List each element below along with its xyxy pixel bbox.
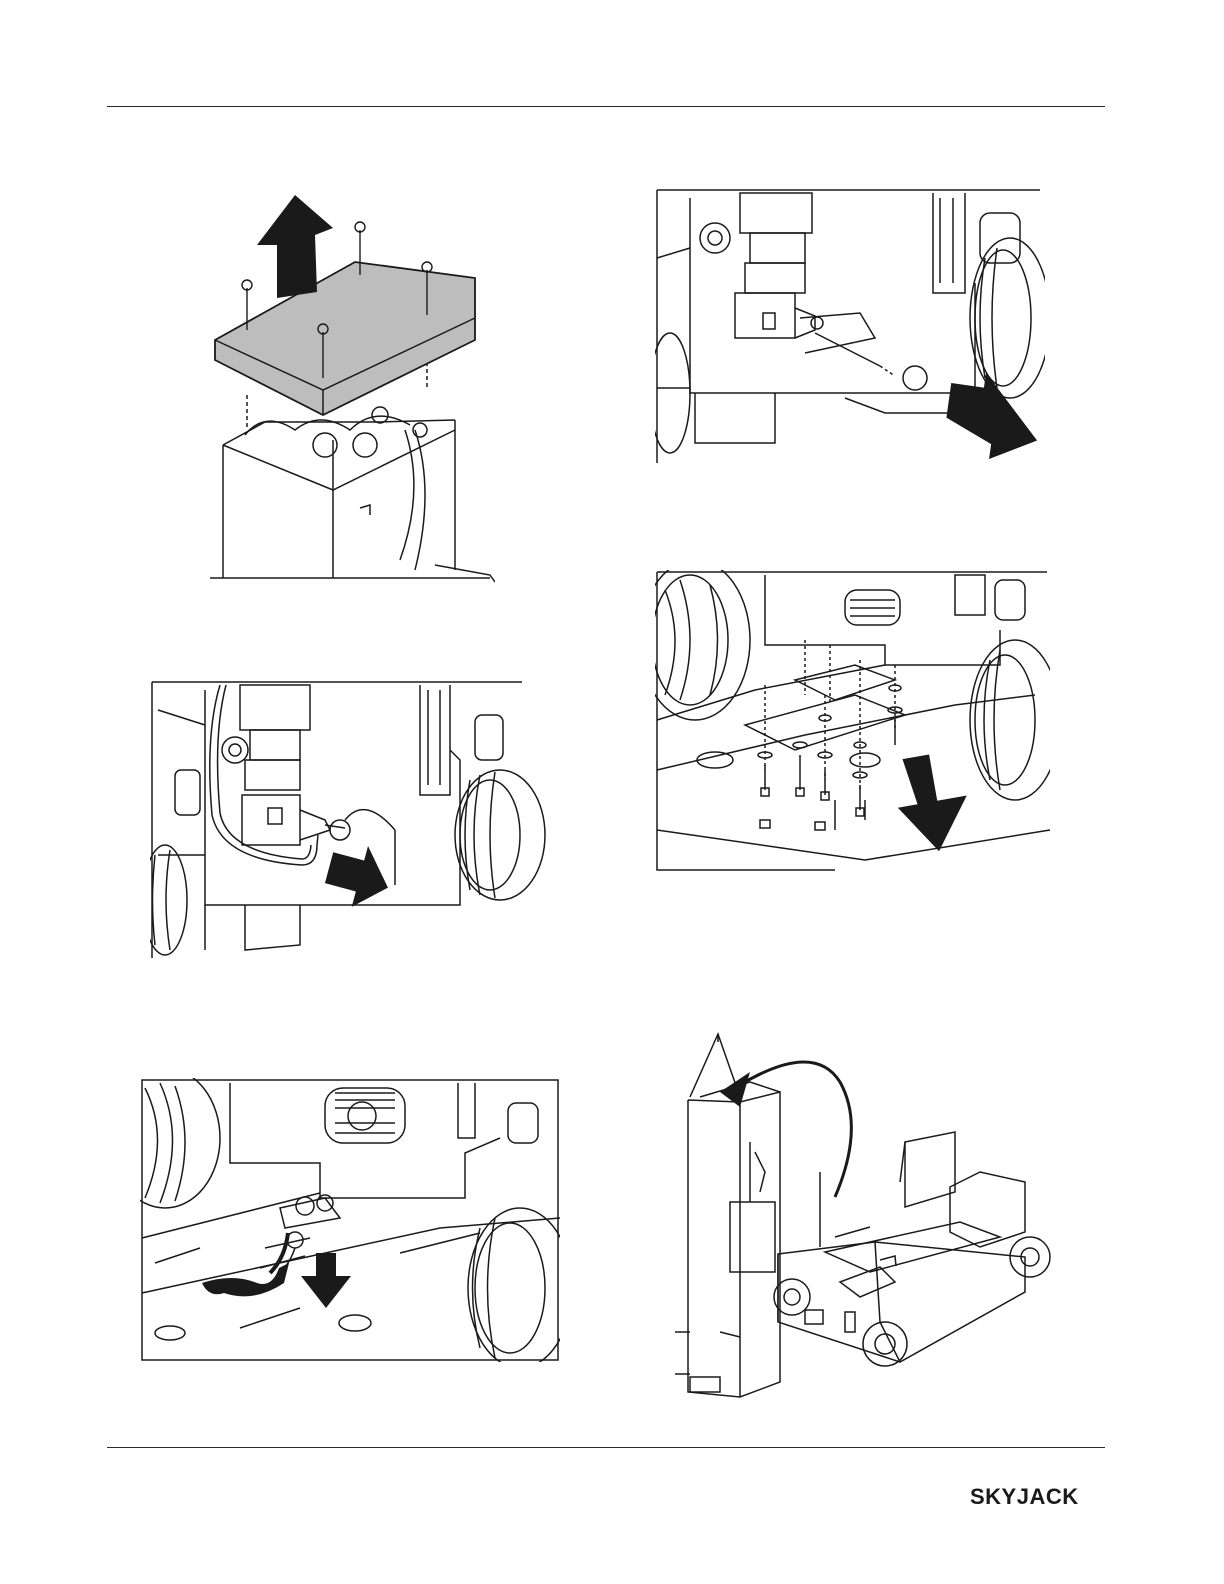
fig-hydraulic-right (655, 188, 1045, 466)
fig-hose-down (140, 1078, 560, 1362)
fig-hydraulic-left (150, 680, 550, 960)
fig-bolts-down (655, 570, 1050, 872)
svg-text:SKYJACK: SKYJACK (970, 1484, 1079, 1509)
fig-mast-lift (670, 1022, 1060, 1407)
fig-remove-cover (205, 190, 495, 585)
skyjack-logo: SKYJACK (968, 1478, 1108, 1512)
header-rule (107, 106, 1105, 107)
footer-rule (107, 1447, 1105, 1448)
